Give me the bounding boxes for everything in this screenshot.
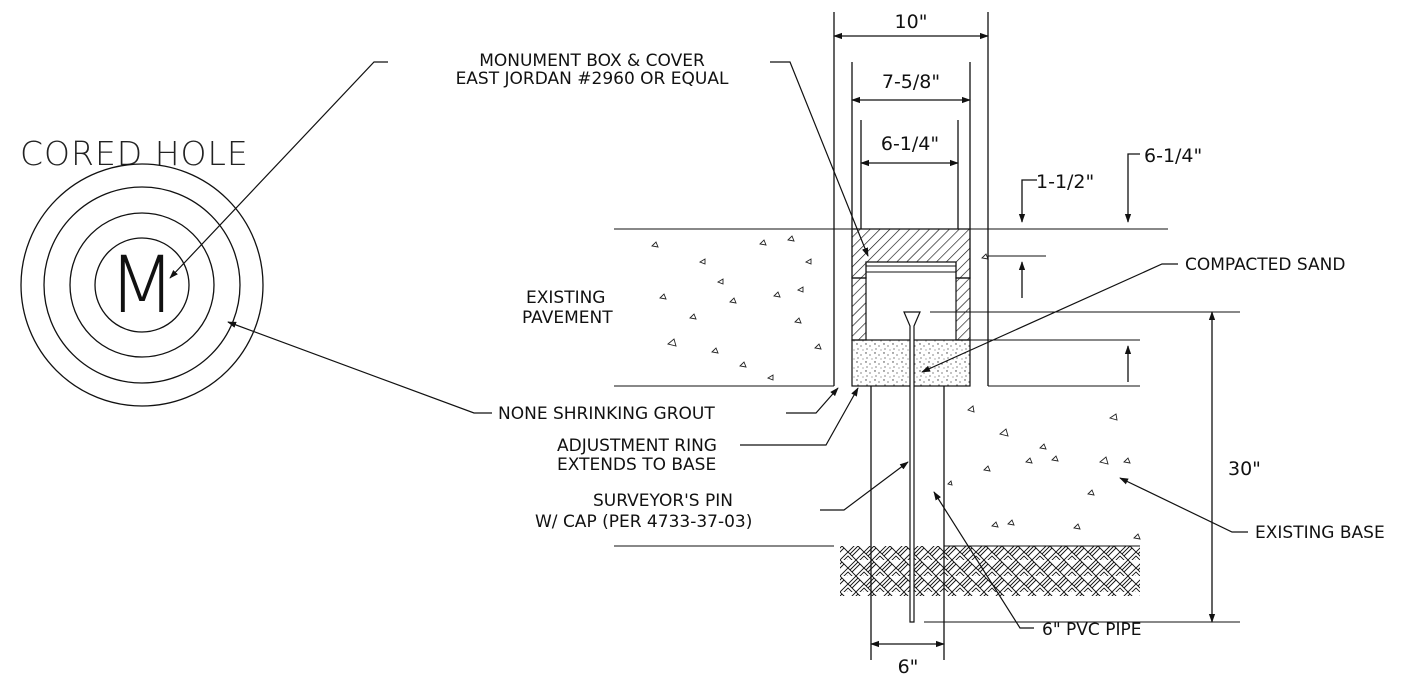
dim-lid-depth-label: 1-1/2" bbox=[1036, 171, 1094, 193]
monument-letter-m: M bbox=[108, 241, 175, 331]
cored-hole-ring-3 bbox=[69, 212, 215, 358]
monument-cover bbox=[851, 228, 971, 279]
monument-box-right-wall bbox=[955, 277, 971, 341]
label-adjustment-ring-line1: ADJUSTMENT RING bbox=[557, 436, 717, 456]
plan-view: CORED HOLE M bbox=[20, 134, 264, 407]
dim-outer-width-label: 10" bbox=[895, 11, 928, 33]
leader-monument-plan bbox=[169, 61, 388, 279]
leader-surveyor-pin bbox=[820, 461, 909, 511]
pavement-aggregate bbox=[651, 235, 989, 381]
label-surveyor-pin-line2: W/ CAP (PER 4733-37-03) bbox=[535, 512, 752, 532]
leader-grout-section bbox=[786, 387, 839, 414]
label-adjustment-ring-line2: EXTENDS TO BASE bbox=[557, 455, 716, 475]
dim-box-depth-label: 6-1/4" bbox=[1144, 145, 1202, 167]
leader-grout-plan bbox=[227, 321, 492, 414]
monument-cover-circle bbox=[94, 237, 190, 333]
leader-monument-section bbox=[770, 61, 869, 257]
cored-hole-ring-2 bbox=[43, 186, 241, 384]
label-monument-box-line1: MONUMENT BOX & COVER bbox=[479, 51, 705, 71]
dim-cover-width-label: 7-5/8" bbox=[882, 71, 940, 93]
label-existing-base: EXISTING BASE bbox=[1255, 523, 1385, 543]
label-grout: NONE SHRINKING GROUT bbox=[498, 404, 715, 424]
leader-adjustment-ring bbox=[740, 387, 859, 446]
plan-view-title: CORED HOLE bbox=[20, 134, 249, 173]
label-surveyor-pin-line1: SURVEYOR'S PIN bbox=[593, 491, 733, 511]
leader-existing-base bbox=[1119, 477, 1248, 533]
label-existing-pavement-line2: PAVEMENT bbox=[522, 308, 613, 328]
dim-leader-box-depth-top bbox=[1124, 153, 1140, 223]
surveyors-pin bbox=[903, 311, 921, 623]
leader-compacted-sand bbox=[921, 263, 1178, 373]
monument-box-left-wall bbox=[851, 277, 867, 341]
label-monument-box-line2: EAST JORDAN #2960 OR EQUAL bbox=[456, 69, 729, 89]
leader-pvc-pipe bbox=[933, 491, 1034, 629]
existing-pavement-left bbox=[614, 229, 834, 386]
label-pvc-pipe: 6" PVC PIPE bbox=[1042, 620, 1141, 640]
cored-hole-outer-ring bbox=[20, 163, 264, 407]
dim-inner-width-label: 6-1/4" bbox=[881, 133, 939, 155]
section-view: 10" 7-5/8" 6-1/4" 1-1/2" 6-1/4" 30" 6" bbox=[614, 11, 1261, 678]
callouts: MONUMENT BOX & COVER EAST JORDAN #2960 O… bbox=[169, 51, 1385, 640]
dim-leader-lid-depth-top bbox=[1018, 179, 1037, 223]
dim-pipe-width-label: 6" bbox=[898, 656, 919, 678]
base-aggregate bbox=[947, 405, 1141, 540]
label-existing-pavement-line1: EXISTING bbox=[526, 288, 605, 308]
subgrade-soil-hatch bbox=[840, 546, 1140, 596]
label-compacted-sand: COMPACTED SAND bbox=[1185, 255, 1345, 275]
dim-total-depth-label: 30" bbox=[1228, 458, 1261, 480]
